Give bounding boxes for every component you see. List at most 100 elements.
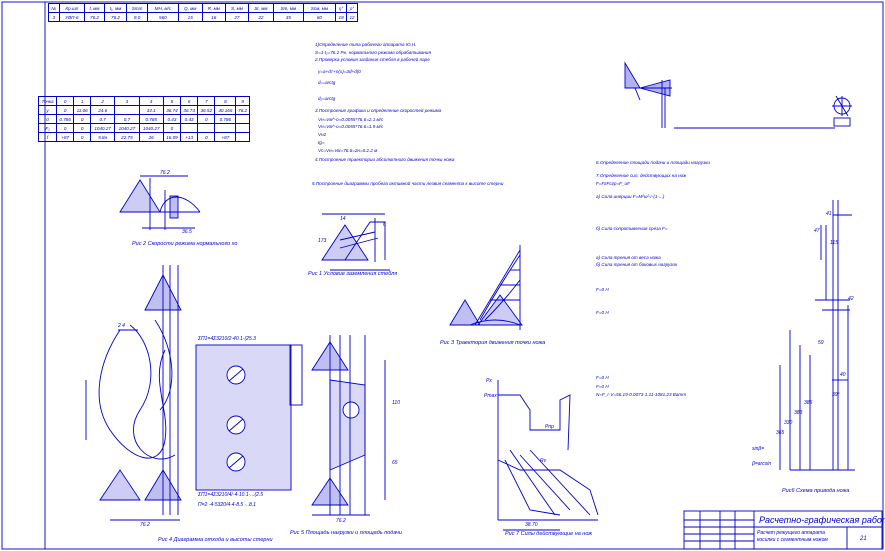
points-cell: 0.43 (162, 114, 182, 124)
fig5-load-area (311, 335, 386, 516)
right-note-line: 7.Определение сил, действующих на нож (596, 173, 687, 178)
caption-fig1: Рис 1 Условие заземления стебля (308, 271, 398, 277)
points-cell: 0 (73, 123, 92, 133)
points-cell: 1040.27 (114, 123, 140, 133)
points-cell (114, 105, 140, 115)
points-cell: 0 (56, 105, 75, 115)
note-line: 3.Построение графика и определение скоро… (315, 108, 442, 113)
param-value: 76.2 (103, 12, 128, 22)
param-header: Sт, мм (273, 3, 304, 13)
fig6-dim: 330 (784, 420, 793, 426)
points-header: 5 (162, 96, 182, 106)
caption-fig5: Рис 5 Площадь нагрузки и площадь подачи (290, 530, 402, 536)
points-header: 3 (114, 96, 140, 106)
points-header: 0 (56, 96, 75, 106)
param-value: 76.2 (84, 12, 105, 22)
points-header: 4 (138, 96, 164, 106)
points-header: 8 (214, 96, 237, 106)
right-note-line: а) Сила инерции F=М²ω²·r·(1-...) (596, 194, 665, 199)
right-note-line: N=F_r·V=56.19·0.0073·1.11·1081.23 Ватт (596, 392, 687, 397)
points-cell: 40.165 (214, 105, 237, 115)
note-line: 4.Построение траектории абсолютного движ… (315, 157, 455, 162)
param-value: 3 (48, 12, 60, 22)
title-block-frame (683, 510, 883, 550)
param-header: ρ° (346, 3, 358, 13)
dim-label: 6 (383, 222, 386, 228)
points-cell: 0 (197, 114, 216, 124)
points-cell: +13 (180, 132, 199, 142)
points-cell: 22.75 (114, 132, 140, 142)
points-cell: 0 (73, 132, 92, 142)
points-cell: 11.06 (73, 105, 92, 115)
note-line: S=1-t₁=76.2 Р.к. нормального режима обра… (315, 50, 431, 55)
points-cell: +87 (56, 132, 75, 142)
right-note-line: б) Сила трения от боковых нагрузок (596, 262, 678, 267)
param-header: η° (335, 3, 348, 13)
points-cell (235, 132, 250, 142)
note-line: Vн=Vм^-o=0.0055*76.6=1.9 м/с (318, 124, 384, 129)
points-cell: 0.785 (138, 114, 164, 124)
param-value: 15 (177, 12, 203, 22)
note-line: Vс=Vн=Vм=76.6=2н=0.2.2 м (318, 148, 378, 153)
right-note-line: F=FгFсгр=F_иF (596, 181, 630, 186)
note-line: Vн2 (318, 132, 327, 137)
points-cell: 24.6 (90, 105, 116, 115)
axis-label: Rv (540, 458, 547, 464)
param-value: УВП-6 (58, 12, 86, 22)
points-cell: 0 (37, 114, 58, 124)
points-cell: 0 (56, 123, 75, 133)
title-block-title: Расчетно-графическая работа (759, 515, 885, 525)
dim-label: 110 (392, 400, 400, 406)
param-value: 35 (273, 12, 304, 22)
param-header: R, мм (201, 3, 226, 13)
param-header: t₁, мм (103, 3, 128, 13)
param-value: 560 (146, 12, 179, 22)
fig2-velocity-diagram (119, 175, 201, 230)
dim-label: 76.2 (336, 518, 346, 524)
fig6-dim: 41 (826, 211, 832, 217)
dim-label: 173 (318, 238, 327, 244)
points-cell: f (37, 132, 58, 142)
axis-label: Pх (486, 378, 492, 384)
dim-label: 76.2 (160, 170, 170, 176)
caption-fig4: Рис 4 Диаграмма отхода и высоты стерни (158, 537, 273, 543)
param-header: t, мм (84, 3, 105, 13)
points-header: 2 (90, 96, 116, 106)
dim-label: 76.2 (140, 522, 150, 528)
note-line: Vн=Vм^-o=0.0055*76.6=2.1 м/с (318, 117, 384, 122)
title-block-sub: косилки с сегментным ножом (757, 537, 828, 543)
points-cell: 34.1 (138, 105, 164, 115)
fig3-trajectory (449, 245, 523, 330)
points-cell: 16.09 (162, 132, 182, 142)
param-value: 9.0 (126, 12, 148, 22)
dim-label: 38.70 (525, 522, 538, 528)
note-line: 2.Проверка условия заздания стебля в раб… (315, 57, 430, 62)
fig4-runoff-diagram (85, 265, 303, 521)
points-cell: у (37, 105, 58, 115)
param-header: Кр.шп (58, 3, 86, 13)
param-value: 18 (335, 12, 348, 22)
points-cell (214, 123, 237, 133)
caption-fig6: Рис6 Схема привода ножа (782, 488, 850, 494)
fig7-forces-graph (497, 380, 599, 531)
fig6-dim: 385 (804, 400, 813, 406)
note-line: tg= (318, 140, 325, 145)
param-header: MH, м/с (146, 3, 179, 13)
points-cell (235, 114, 250, 124)
right-note-line: F=0 H (596, 310, 609, 315)
fig4-formula: ΣП1=4Σ3210/4/·4·10.1·...(2.5 (198, 492, 264, 498)
points-cell: 26 (138, 132, 164, 142)
param-header: № (48, 3, 60, 13)
fig6-drive-scheme (779, 200, 855, 471)
fig6-dim: 39° (832, 392, 840, 398)
param-value: 27 (224, 12, 249, 22)
dim-label: 2 4 (118, 323, 125, 329)
points-cell: 0.7 (90, 114, 116, 124)
points-header: Точка (37, 96, 58, 106)
note-line: dₙ=arctg (318, 80, 336, 85)
right-note-line: F=0 H (596, 287, 609, 292)
caption-fig2: Рис 2 Скорости режима нормального хо (132, 241, 238, 247)
fig4-formula: П=2 ·4·5320/4·4·8.5 ·..8.1 (198, 502, 256, 508)
